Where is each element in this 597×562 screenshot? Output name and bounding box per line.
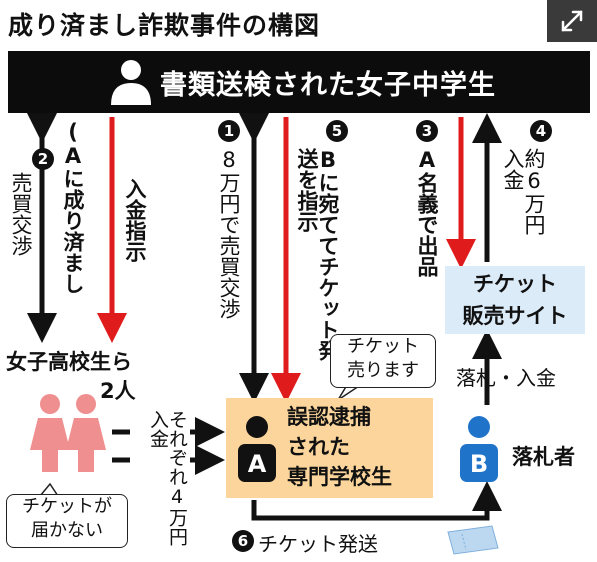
person-b-icon: B	[460, 416, 498, 482]
pay-instruction-label: 入金指示	[123, 178, 147, 262]
person-a-letter: A	[248, 450, 267, 478]
step-1-number: 1	[218, 120, 240, 142]
step-4-number: 4	[530, 120, 552, 142]
bubble-not-arrived: チケットが 届かない	[6, 494, 128, 548]
bidder-label: 落札者	[512, 445, 575, 469]
junior-high-student-box	[8, 51, 590, 113]
bid-pay-label: 落札・入金	[456, 366, 556, 390]
students-label: 女子高校生ら	[6, 350, 132, 374]
suspect-label: 誤認逮捕 された 専門学校生	[287, 405, 392, 489]
person-icon	[111, 60, 151, 105]
step-6-number: 6	[232, 530, 254, 552]
step-2-label: 売買交渉	[9, 172, 33, 256]
person-a-icon: A	[238, 416, 276, 482]
person-b-letter: B	[470, 450, 488, 478]
ticket-site-label: チケット 販売サイト	[462, 272, 568, 328]
step-6-label: チケット発送	[258, 532, 378, 556]
step-2-number: 2	[32, 148, 54, 170]
students-count: 2人	[100, 379, 136, 403]
impersonate-label: (Aに成り済まし	[61, 120, 85, 294]
step-1-label: 8万円で売買交渉	[217, 148, 241, 319]
female-students-icon	[30, 394, 106, 472]
step-3-number: 3	[416, 120, 438, 142]
header-label: 書類送検された女子中学生	[160, 70, 496, 101]
expand-icon	[561, 10, 583, 32]
diagram-title: 成り済まし詐欺事件の構図	[8, 11, 321, 40]
ticket-icon	[447, 525, 499, 555]
step-5-label: Bに宛ててチケット発送を指示	[295, 148, 340, 361]
ticket-site-box	[445, 266, 585, 334]
bubble-selling: チケット 売ります	[330, 334, 436, 388]
step-3-label: A名義で出品	[415, 148, 439, 277]
expand-button[interactable]	[547, 0, 597, 42]
step-5-number: 5	[326, 120, 348, 142]
suspect-box: A	[226, 398, 433, 498]
step-4-label: 約6万円入金	[501, 148, 546, 235]
arrow-step6	[251, 481, 502, 521]
each-paid-label: それぞれ4万円入金	[147, 410, 188, 546]
